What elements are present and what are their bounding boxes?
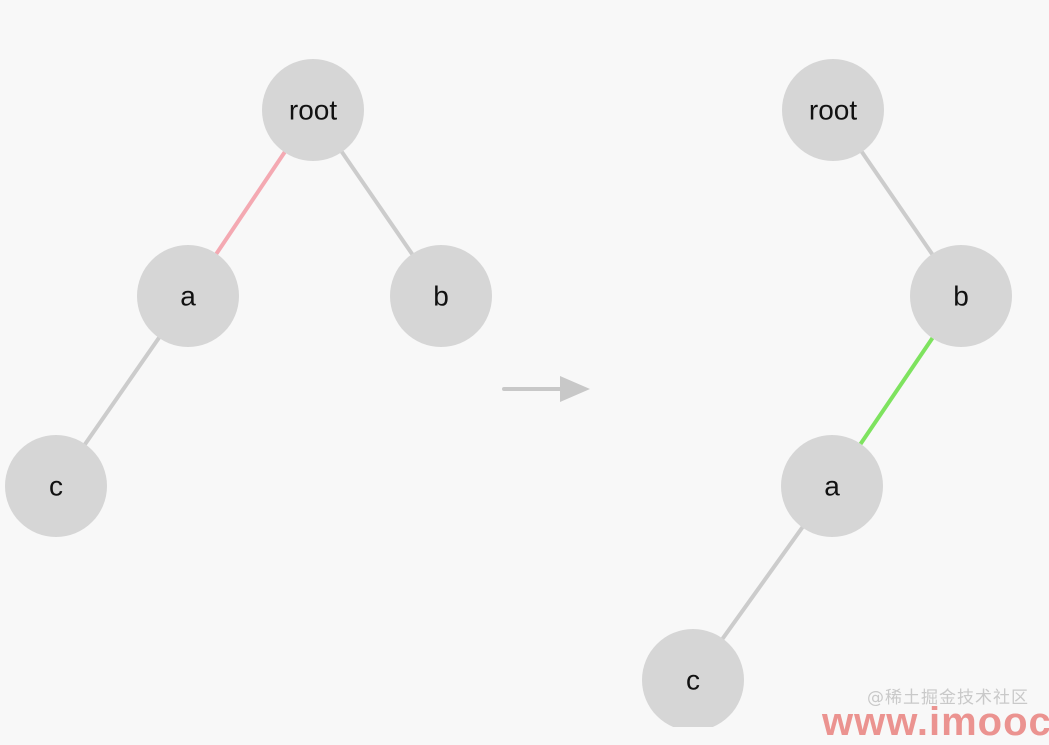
node-root-circle [782,59,884,161]
tree-transformation-diagram: root a b c root b a [5,59,1012,727]
node-root-label: root [289,95,337,126]
node-c: c [642,629,744,727]
node-root-circle [262,59,364,161]
before-tree: root a b c [5,59,492,537]
node-c-label: c [686,665,700,696]
node-c-circle [5,435,107,537]
node-root: root [782,59,884,161]
node-c-label: c [49,471,63,502]
juejin-watermark: @稀土掘金技术社区 [867,688,1029,708]
node-c: c [5,435,107,537]
node-b-label: b [953,281,969,312]
node-a-label: a [180,281,196,312]
transform-arrow-icon [502,376,590,402]
after-tree: root b a c [642,59,1012,727]
node-a: a [137,245,239,347]
node-a-circle [137,245,239,347]
node-root-label: root [809,95,857,126]
node-c-circle [642,629,744,727]
node-b: b [390,245,492,347]
node-b-label: b [433,281,449,312]
imooc-brand-watermark: www.imooc [822,700,1049,744]
node-b-circle [390,245,492,347]
node-b-circle [910,245,1012,347]
arrow-head [560,376,590,402]
node-a-label: a [824,471,840,502]
node-b: b [910,245,1012,347]
node-root: root [262,59,364,161]
node-a-circle [781,435,883,537]
node-a: a [781,435,883,537]
